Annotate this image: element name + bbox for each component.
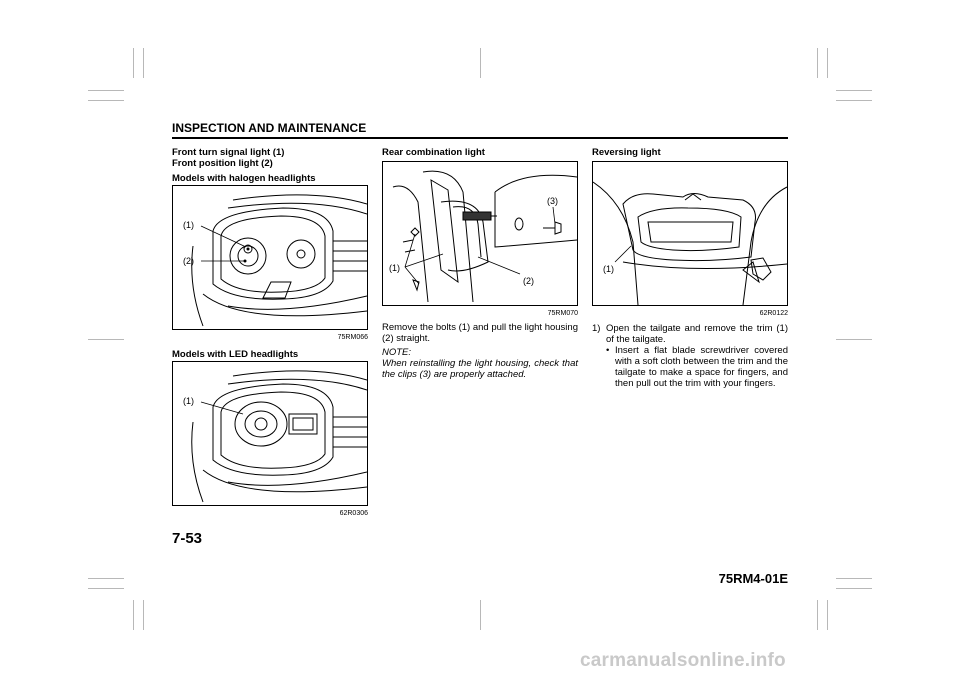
figure-code: 75RM066 [337,334,368,341]
page-number: 7-53 [172,530,203,547]
header-rule [172,137,788,139]
bullet-icon: • [606,345,610,356]
step-1: 1) Open the tailgate and remove the trim… [592,323,788,345]
callout-light-housing: (2) [523,276,534,286]
note-label: NOTE: [382,347,412,358]
crop-mark [133,600,134,630]
figure-code: 62R0306 [339,510,368,517]
crop-mark [827,48,828,78]
crop-mark [836,578,872,579]
figure-rear-combination-light: (1) (2) (3) [382,161,578,306]
crop-mark [143,48,144,78]
crop-mark [88,588,124,589]
halogen-headlight-illustration: (1) (2) [183,194,367,327]
figure-code: 75RM070 [547,310,578,317]
heading-front-turn-signal: Front turn signal light (1) [172,147,285,158]
crop-mark [88,339,124,340]
figure-reversing-light: (1) [592,161,788,306]
crop-mark [480,600,481,630]
crop-mark [143,600,144,630]
callout-turn-signal-led: (1) [183,396,194,406]
crop-mark [836,100,872,101]
bullet-text: Insert a flat blade screwdriver covered … [615,345,788,389]
crop-mark [133,48,134,78]
crop-mark [836,339,872,340]
callout-turn-signal: (1) [183,220,194,230]
document-code: 75RM4-01E [718,571,788,586]
watermark: carmanualsonline.info [580,650,786,671]
column-rear-combination-light: Rear combination light [382,147,582,380]
reversing-light-illustration: (1) [593,181,787,305]
note-body: When reinstalling the light housing, che… [382,358,578,380]
crop-mark [480,48,481,78]
callout-position-light: (2) [183,256,194,266]
instruction-paragraph: Remove the bolts (1) and pull the light … [382,322,578,344]
rear-combination-light-illustration: (1) (2) (3) [389,170,577,303]
crop-mark [88,100,124,101]
column-reversing-light: Reversing light (1) 62R0122 1) Open the … [592,147,792,389]
crop-mark [836,90,872,91]
heading-rear-combination: Rear combination light [382,147,485,158]
figure-led-headlight: (1) [172,361,368,506]
crop-mark [817,48,818,78]
led-headlight-illustration: (1) [183,370,367,503]
subheading-led: Models with LED headlights [172,349,299,360]
crop-mark [836,588,872,589]
subheading-halogen: Models with halogen headlights [172,173,316,184]
figure-code: 62R0122 [759,310,788,317]
callout-clips: (3) [547,196,558,206]
step-text: Open the tailgate and remove the trim (1… [606,323,788,345]
figure-halogen-headlight: (1) (2) [172,185,368,330]
crop-mark [88,578,124,579]
step-1-bullet: • Insert a flat blade screwdriver covere… [606,345,788,389]
callout-trim: (1) [603,264,614,274]
column-front-lights: Front turn signal light (1) Front positi… [172,147,372,519]
step-number: 1) [592,323,601,334]
heading-reversing-light: Reversing light [592,147,661,158]
crop-mark [827,600,828,630]
callout-bolts: (1) [389,263,400,273]
crop-mark [88,90,124,91]
heading-front-position: Front position light (2) [172,158,273,169]
section-title: INSPECTION AND MAINTENANCE [172,121,367,135]
crop-mark [817,600,818,630]
